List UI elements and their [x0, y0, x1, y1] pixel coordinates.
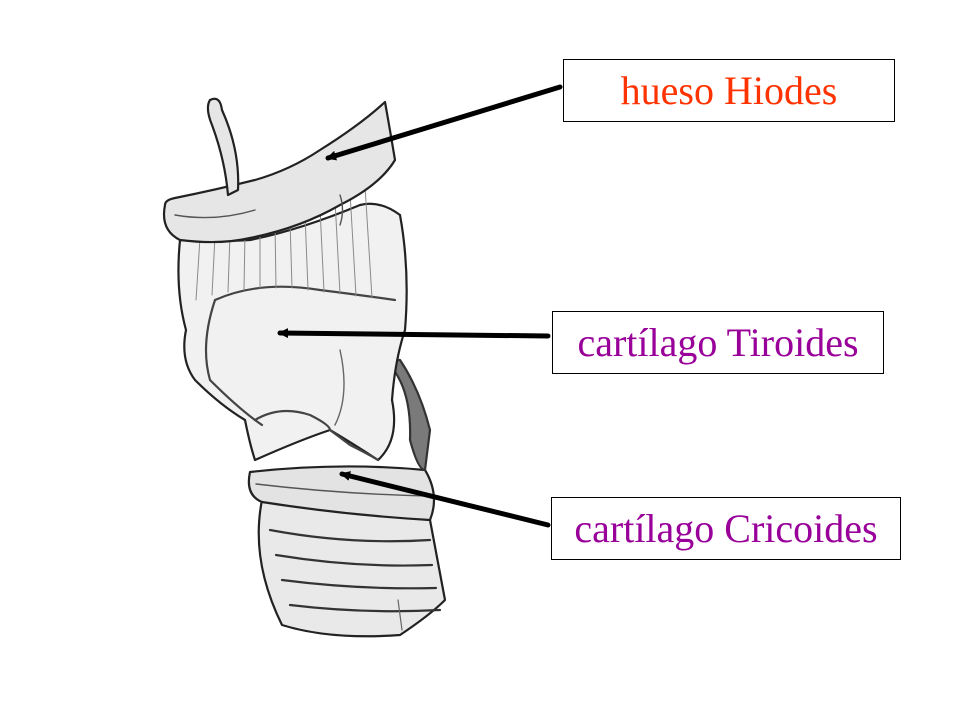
arrow-hyoid: [325, 84, 563, 161]
label-hyoid-box: hueso Hiodes: [563, 59, 895, 122]
cricoid-cartilage: [247, 465, 436, 522]
arrow-thyroid: [277, 328, 551, 339]
label-thyroid-box: cartílago Tiroides: [552, 311, 884, 374]
larynx-illustration: [162, 97, 447, 638]
label-cricoid: cartílago Cricoides: [574, 505, 878, 551]
hyoid-bone: [162, 100, 397, 244]
superior-horn: [206, 97, 240, 197]
label-cricoid-box: cartílago Cricoides: [551, 497, 901, 560]
thyrohyoid-membrane: [195, 185, 373, 301]
arrow-cricoid: [339, 471, 551, 528]
label-thyroid: cartílago Tiroides: [577, 319, 859, 365]
trachea: [257, 498, 447, 638]
label-hyoid: hueso Hiodes: [620, 67, 838, 113]
pointer-arrows: [277, 84, 563, 528]
posterior-shading: [383, 358, 432, 472]
